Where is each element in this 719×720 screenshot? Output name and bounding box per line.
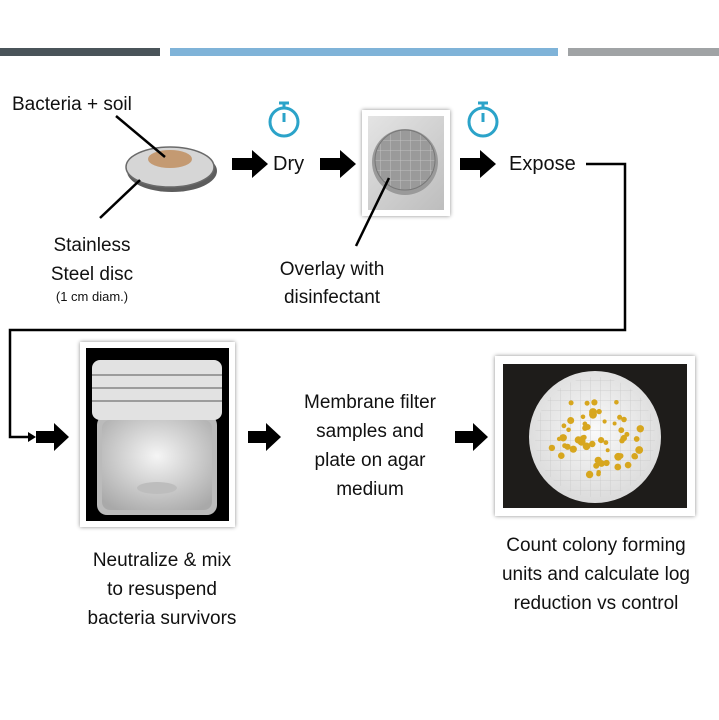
sample-jar-image [92,360,222,515]
colony [566,427,571,433]
neutralize-label-line1: Neutralize & mix [92,550,232,571]
disc-label-line2: Steel disc [50,264,134,285]
filter-label-line2: samples and [316,421,424,442]
colony [582,421,588,427]
disc-size-label: (1 cm diam.) [55,289,129,304]
agar-plate-image [529,371,661,503]
count-label-line2: units and calculate log [501,564,690,585]
colony [569,445,577,453]
colony [596,408,602,415]
colony [589,440,596,448]
colony [594,456,602,464]
colony [585,470,594,479]
neutralize-label: Neutralize & mix to resuspend bacteria s… [57,546,267,633]
colony [558,452,565,460]
colony-dots [548,399,644,479]
overlay-pointer-line [354,177,391,247]
stopwatch-icon [467,101,499,138]
count-label-line1: Count colony forming [506,535,686,556]
colony [602,419,607,424]
colony [603,459,610,467]
colony [617,414,623,420]
colony [621,416,627,423]
count-colony-label: Count colony forming units and calculate… [478,531,714,618]
disc-label-line1: Stainless [53,235,131,256]
header-bar-blue [170,48,558,56]
colony [580,435,586,441]
colony [620,434,627,442]
dry-label: Dry [273,153,305,175]
colony [548,444,556,452]
count-label-line3: reduction vs control [513,593,679,614]
connector-arrowhead [28,432,36,442]
connector-line [8,162,627,439]
colony [593,462,600,469]
overlay-label: Overlay with disinfectant [252,256,412,312]
colony [564,443,571,450]
disc-pointer-line [99,179,141,219]
colony [624,461,632,469]
colony [636,425,644,433]
colony [559,434,567,442]
colony [618,427,625,434]
colony [596,471,601,477]
colony [614,463,622,471]
filter-label-line4: medium [336,479,404,500]
colony [612,421,617,426]
colony [582,425,588,431]
colony [591,399,598,406]
arrow-right-icon [36,150,496,451]
colony [598,437,605,444]
colony [580,414,586,420]
filter-label-line3: plate on agar [314,450,426,471]
stopwatch-icon [268,101,300,138]
colony [574,436,582,444]
header-bar-dark [0,48,160,56]
colony [617,453,624,459]
membrane-filter-label: Membrane filter samples and plate on aga… [280,388,460,504]
colony [567,417,575,424]
overlay-disc-image [372,129,438,195]
colony [633,436,640,442]
steel-disc-icon [125,146,217,192]
colony [633,454,638,460]
expose-label: Expose [509,153,576,175]
bacteria-soil-label: Bacteria + soil [12,94,132,115]
filter-label-line1: Membrane filter [304,392,436,413]
colony [603,440,609,445]
colony [568,400,574,406]
colony [561,423,567,429]
neutralize-label-line2: to resuspend [107,579,217,600]
colony [589,408,597,416]
colony [605,448,610,453]
colony [635,446,644,454]
overlay-label-line1: Overlay with [279,259,385,280]
header-bar-gray [568,48,719,56]
bacteria-pointer-line [115,115,166,158]
neutralize-label-line3: bacteria survivors [87,608,237,629]
overlay-label-line2: disinfectant [283,287,381,308]
disc-label: Stainless Steel disc [22,231,162,289]
colony [584,400,590,406]
colony [614,400,619,405]
colony [582,442,591,451]
